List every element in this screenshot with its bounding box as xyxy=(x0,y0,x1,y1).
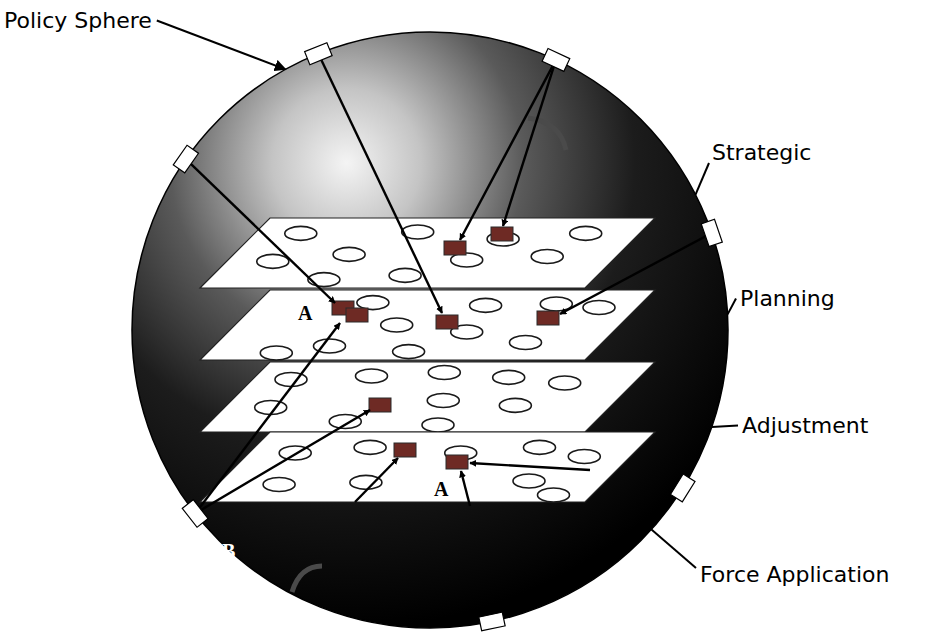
point-letter: A xyxy=(434,478,448,501)
node-square xyxy=(436,315,458,329)
unit-ellipse xyxy=(263,478,295,492)
unit-ellipse xyxy=(422,418,454,432)
level-label: Adjustment xyxy=(742,413,868,438)
node-square xyxy=(537,311,559,325)
node-square xyxy=(446,455,468,469)
leader-line xyxy=(728,299,736,315)
unit-ellipse xyxy=(333,247,365,261)
unit-ellipse xyxy=(570,226,602,240)
flow-arrow xyxy=(195,410,370,513)
level-label: Force Application xyxy=(700,562,889,587)
node-square xyxy=(394,443,416,457)
point-letter: A xyxy=(298,302,312,325)
unit-ellipse xyxy=(354,440,386,454)
flow-arrow xyxy=(355,458,398,502)
unit-ellipse xyxy=(538,488,570,502)
unit-ellipse xyxy=(257,254,289,268)
leader-line xyxy=(651,529,696,568)
unit-ellipse xyxy=(389,268,421,282)
node-square xyxy=(491,227,513,241)
unit-ellipse xyxy=(499,398,531,412)
unit-ellipse xyxy=(583,301,615,315)
unit-ellipse xyxy=(531,250,563,264)
unit-ellipse xyxy=(513,474,545,488)
unit-ellipse xyxy=(285,226,317,240)
flow-arrow xyxy=(560,233,712,314)
plane-surface xyxy=(200,362,655,432)
sphere-port xyxy=(542,49,570,72)
unit-ellipse xyxy=(524,440,556,454)
node-square xyxy=(346,308,368,322)
unit-ellipse xyxy=(549,376,581,390)
unit-ellipse xyxy=(510,336,542,350)
node-square xyxy=(369,398,391,412)
plane-surface xyxy=(200,218,655,288)
flow-arrow xyxy=(470,463,590,470)
unit-ellipse xyxy=(427,394,459,408)
level-label: Planning xyxy=(740,286,835,311)
unit-ellipse xyxy=(350,475,382,489)
leader-line xyxy=(696,163,709,195)
unit-ellipse xyxy=(393,345,425,359)
flow-arrow xyxy=(195,323,340,513)
command-plane xyxy=(200,362,655,432)
unit-ellipse xyxy=(381,318,413,332)
leader-line xyxy=(157,21,286,70)
command-plane xyxy=(200,432,655,502)
level-label: Strategic xyxy=(712,140,811,165)
plane-surface xyxy=(200,432,655,502)
sphere-port xyxy=(305,43,332,65)
unit-ellipse xyxy=(470,298,502,312)
node-square xyxy=(444,241,466,255)
flow-arrow xyxy=(318,54,442,313)
point-letter: B xyxy=(222,540,235,563)
sphere-port xyxy=(173,145,198,173)
unit-ellipse xyxy=(308,273,340,287)
flow-arrow xyxy=(186,159,335,303)
leader-line xyxy=(712,426,738,428)
sphere-title: Policy Sphere xyxy=(4,8,152,33)
flow-arrow xyxy=(460,60,556,240)
unit-ellipse xyxy=(329,415,361,429)
sphere-port xyxy=(182,500,208,528)
unit-ellipse xyxy=(568,450,600,464)
sphere-port xyxy=(479,612,505,631)
unit-ellipse xyxy=(428,366,460,380)
unit-ellipse xyxy=(260,346,292,360)
flow-arrow xyxy=(461,471,470,506)
command-plane xyxy=(200,218,655,288)
sphere-port xyxy=(701,219,722,246)
shade-arc xyxy=(292,566,322,592)
shade-arc xyxy=(528,118,566,150)
unit-ellipse xyxy=(493,370,525,384)
unit-ellipse xyxy=(356,369,388,383)
policy-sphere xyxy=(132,32,728,628)
sphere-port xyxy=(670,474,695,502)
